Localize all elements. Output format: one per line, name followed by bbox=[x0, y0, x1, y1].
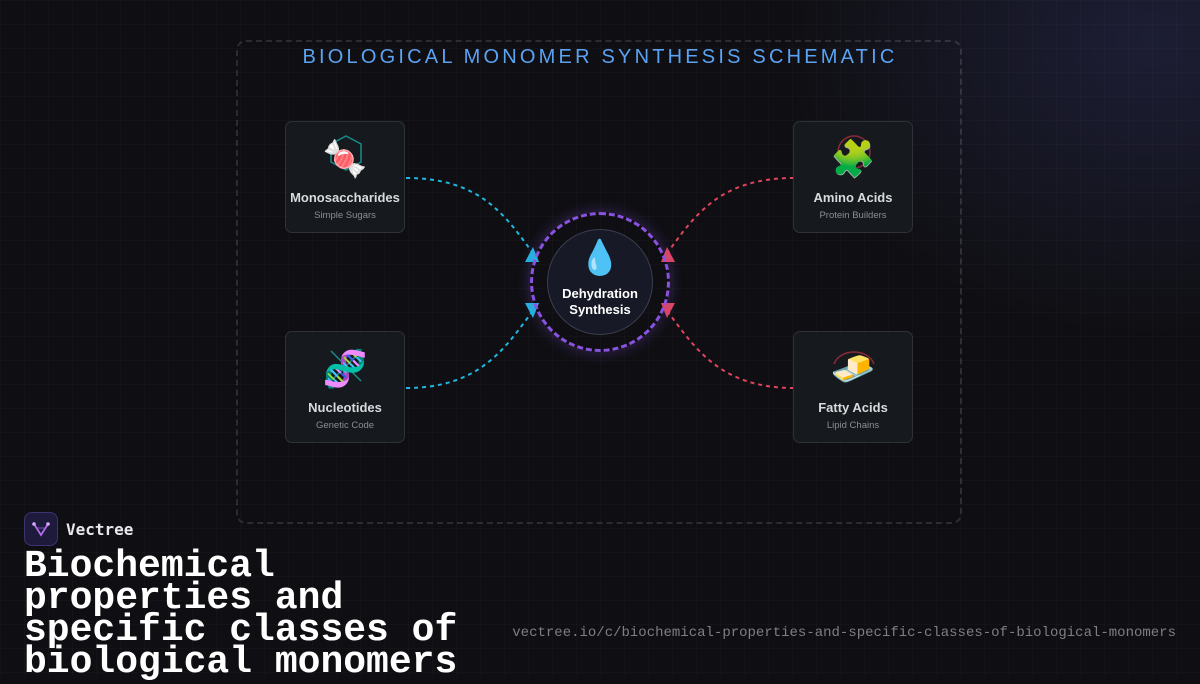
candy-icon: 🍬 bbox=[322, 135, 368, 179]
puzzle-piece-icon: 🧩 bbox=[830, 135, 876, 179]
brand-name: Vectree bbox=[66, 520, 134, 539]
node-amino-acids: 🧩 Amino Acids Protein Builders bbox=[793, 121, 913, 233]
node-nucleotides: 🧬 Nucleotides Genetic Code bbox=[285, 331, 405, 443]
connector-nucleotides bbox=[405, 311, 533, 389]
vectree-logo-icon bbox=[24, 512, 58, 546]
dna-icon: 🧬 bbox=[322, 348, 368, 389]
connector-monosaccharides bbox=[405, 177, 533, 253]
connector-amino-acids bbox=[667, 177, 795, 253]
connector-fatty-acids bbox=[667, 311, 795, 389]
node-subtitle: Simple Sugars bbox=[314, 210, 376, 221]
node-name: Monosaccharides bbox=[290, 190, 400, 205]
page-url[interactable]: vectree.io/c/biochemical-properties-and-… bbox=[512, 625, 1176, 641]
diagram-frame bbox=[236, 40, 962, 524]
node-name: Nucleotides bbox=[308, 400, 382, 415]
diagram-title: BIOLOGICAL MONOMER SYNTHESIS SCHEMATIC bbox=[302, 46, 898, 68]
center-label: Dehydration Synthesis bbox=[562, 286, 638, 317]
node-subtitle: Genetic Code bbox=[315, 420, 375, 431]
center-ring bbox=[530, 212, 670, 352]
center-node bbox=[547, 229, 653, 335]
butter-icon: 🧈 bbox=[830, 348, 876, 389]
node-fatty-acids: 🧈 Fatty Acids Lipid Chains bbox=[793, 331, 913, 443]
node-monosaccharides: 🍬 Monosaccharides Simple Sugars bbox=[285, 121, 405, 233]
water-drop-icon: 💧 bbox=[578, 239, 622, 277]
node-name: Fatty Acids bbox=[818, 400, 888, 415]
page-title: Biochemical properties and specific clas… bbox=[24, 545, 458, 684]
node-name: Amino Acids bbox=[813, 190, 893, 205]
node-subtitle: Protein Builders bbox=[819, 210, 887, 221]
node-subtitle: Lipid Chains bbox=[826, 420, 880, 431]
